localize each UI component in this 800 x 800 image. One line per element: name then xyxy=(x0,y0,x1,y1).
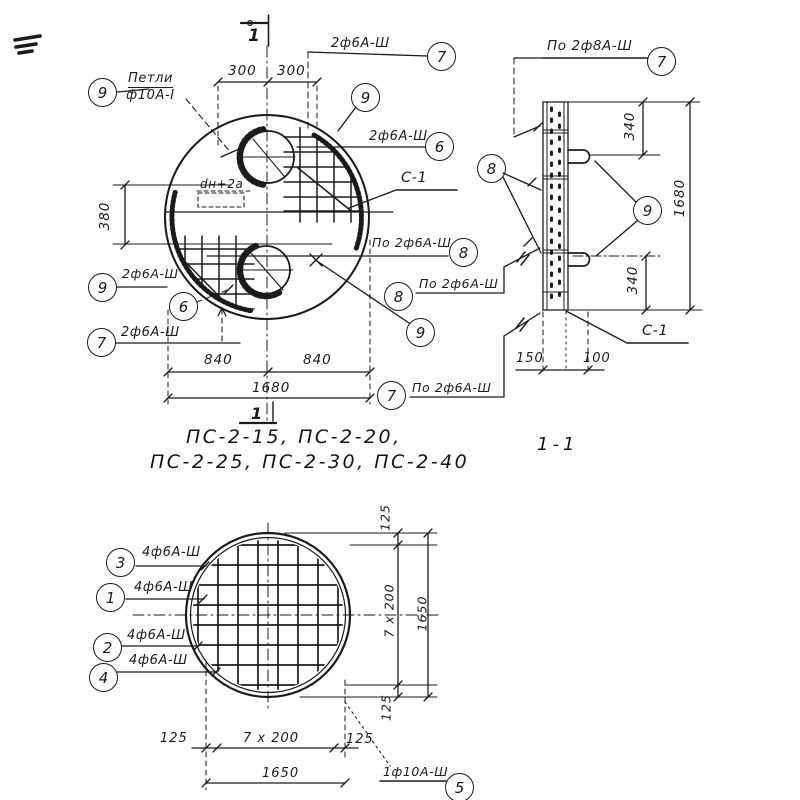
dim-840-left: 840 xyxy=(204,352,233,368)
callout-8-mid-label: По 2ф6А-Ш xyxy=(419,276,499,291)
callout-8-right-label: По 2ф6А-Ш xyxy=(372,235,452,250)
section-dim-1680: 1680 xyxy=(672,178,688,218)
bplan-dim-1650-vert: 1650 xyxy=(414,595,430,632)
section-dim-340-bottom: 340 xyxy=(625,265,641,295)
bplan-dim-7x200-vert: 7 x 200 xyxy=(381,583,397,638)
section-dim-340-top: 340 xyxy=(622,111,638,141)
bplan-dim-125-left: 125 xyxy=(160,731,188,746)
corner-mark xyxy=(13,34,42,55)
callout-7-top: 7 xyxy=(427,42,456,71)
dim-300-right: 300 xyxy=(277,63,306,79)
section-callout-7: 7 xyxy=(647,47,676,76)
section-dim-150: 150 xyxy=(516,351,544,366)
callout-9-top: 9 xyxy=(351,83,380,112)
dim-840-right: 840 xyxy=(303,352,332,368)
section-callout-8: 8 xyxy=(477,154,506,183)
bplan-callout-3-label: 4ф6А-Ш xyxy=(142,545,201,560)
mesh-label-plan: С-1 xyxy=(401,170,428,186)
dim-1680-plan: 1680 xyxy=(252,380,291,396)
section-callout-7-label: По 2ф8А-Ш xyxy=(547,38,633,54)
callout-6-left: 6 xyxy=(169,292,198,321)
bplan-dim-125-bottom: 125 xyxy=(378,694,394,721)
section-cut-mark-top: 1 xyxy=(248,26,260,46)
loops-label-line1: Петли xyxy=(128,71,174,88)
callout-7-bottom: 7 xyxy=(377,381,406,410)
bplan-dim-7x200-horiz: 7 x 200 xyxy=(243,731,300,746)
callout-6-right-label: 2ф6А-Ш xyxy=(369,129,428,144)
callout-7-top-label: 2ф6А-Ш xyxy=(331,36,390,51)
bplan-callout-4: 4 xyxy=(89,663,118,692)
callout-8-mid: 8 xyxy=(384,282,413,311)
callout-9-left: 9 xyxy=(88,273,117,302)
section-linework xyxy=(502,57,703,376)
callout-9-loops: 9 xyxy=(88,78,117,107)
callout-7-bottom-label: По 2ф6А-Ш xyxy=(412,380,492,395)
item-marks-line2: ПС-2-25, ПС-2-30, ПС-2-40 xyxy=(150,451,470,473)
section-title: 1-1 xyxy=(537,434,579,455)
callout-7-left: 7 xyxy=(87,328,116,357)
bplan-callout-2: 2 xyxy=(93,633,122,662)
bplan-callout-1-label: 4ф6А-Ш xyxy=(134,580,193,595)
mesh-label-section: С-1 xyxy=(642,323,669,339)
bplan-callout-5-label: 1ф10А-Ш xyxy=(383,764,449,779)
bplan-dim-125-top: 125 xyxy=(377,504,393,531)
bplan-dim-125-right: 125 xyxy=(346,732,374,747)
callout-9-mid: 9 xyxy=(406,318,435,347)
dim-300-left: 300 xyxy=(228,63,257,79)
section-dim-100: 100 xyxy=(583,351,611,366)
bplan-callout-4-label: 4ф6А-Ш xyxy=(129,653,188,668)
section-callout-9: 9 xyxy=(633,196,662,225)
callout-8-right: 8 xyxy=(449,238,478,267)
callout-6-right: 6 xyxy=(425,132,454,161)
plan-linework xyxy=(112,14,541,425)
bplan-callout-5: 5 xyxy=(445,773,474,800)
opening-note: dн+2а xyxy=(200,177,244,191)
bplan-callout-2-label: 4ф6А-Ш xyxy=(127,628,186,643)
item-marks-line1: ПС-2-15, ПС-2-20, xyxy=(186,426,402,448)
section-cut-mark-bottom: 1 xyxy=(251,404,263,423)
callout-7-left-label: 2ф6А-Ш xyxy=(121,325,180,340)
bplan-callout-3: 3 xyxy=(106,548,135,577)
loops-label-line2: ф10А-I xyxy=(126,88,175,103)
bplan-callout-1: 1 xyxy=(96,583,125,612)
callout-9-left-label: 2ф6А-Ш xyxy=(122,266,179,281)
dim-380: 380 xyxy=(97,201,113,231)
bplan-dim-1650-horiz: 1650 xyxy=(262,766,300,781)
bottom-plan-linework xyxy=(116,522,447,791)
